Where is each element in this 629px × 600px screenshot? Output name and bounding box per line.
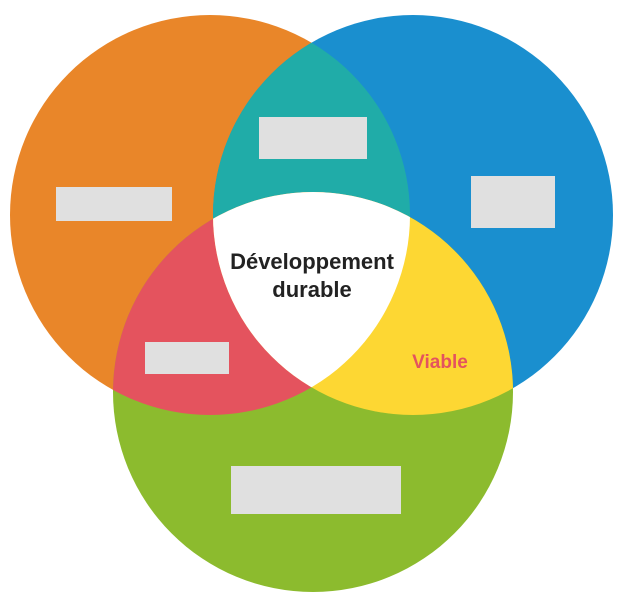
label-box-bottom xyxy=(231,466,401,514)
viable-label: Viable xyxy=(412,352,468,373)
center-label-line2: durable xyxy=(272,277,351,302)
label-box-right xyxy=(471,176,555,228)
center-label-line1: Développement xyxy=(230,249,394,274)
label-box-top-overlap xyxy=(259,117,367,159)
label-box-left-bottom-overlap xyxy=(145,342,229,374)
label-box-left xyxy=(56,187,172,221)
